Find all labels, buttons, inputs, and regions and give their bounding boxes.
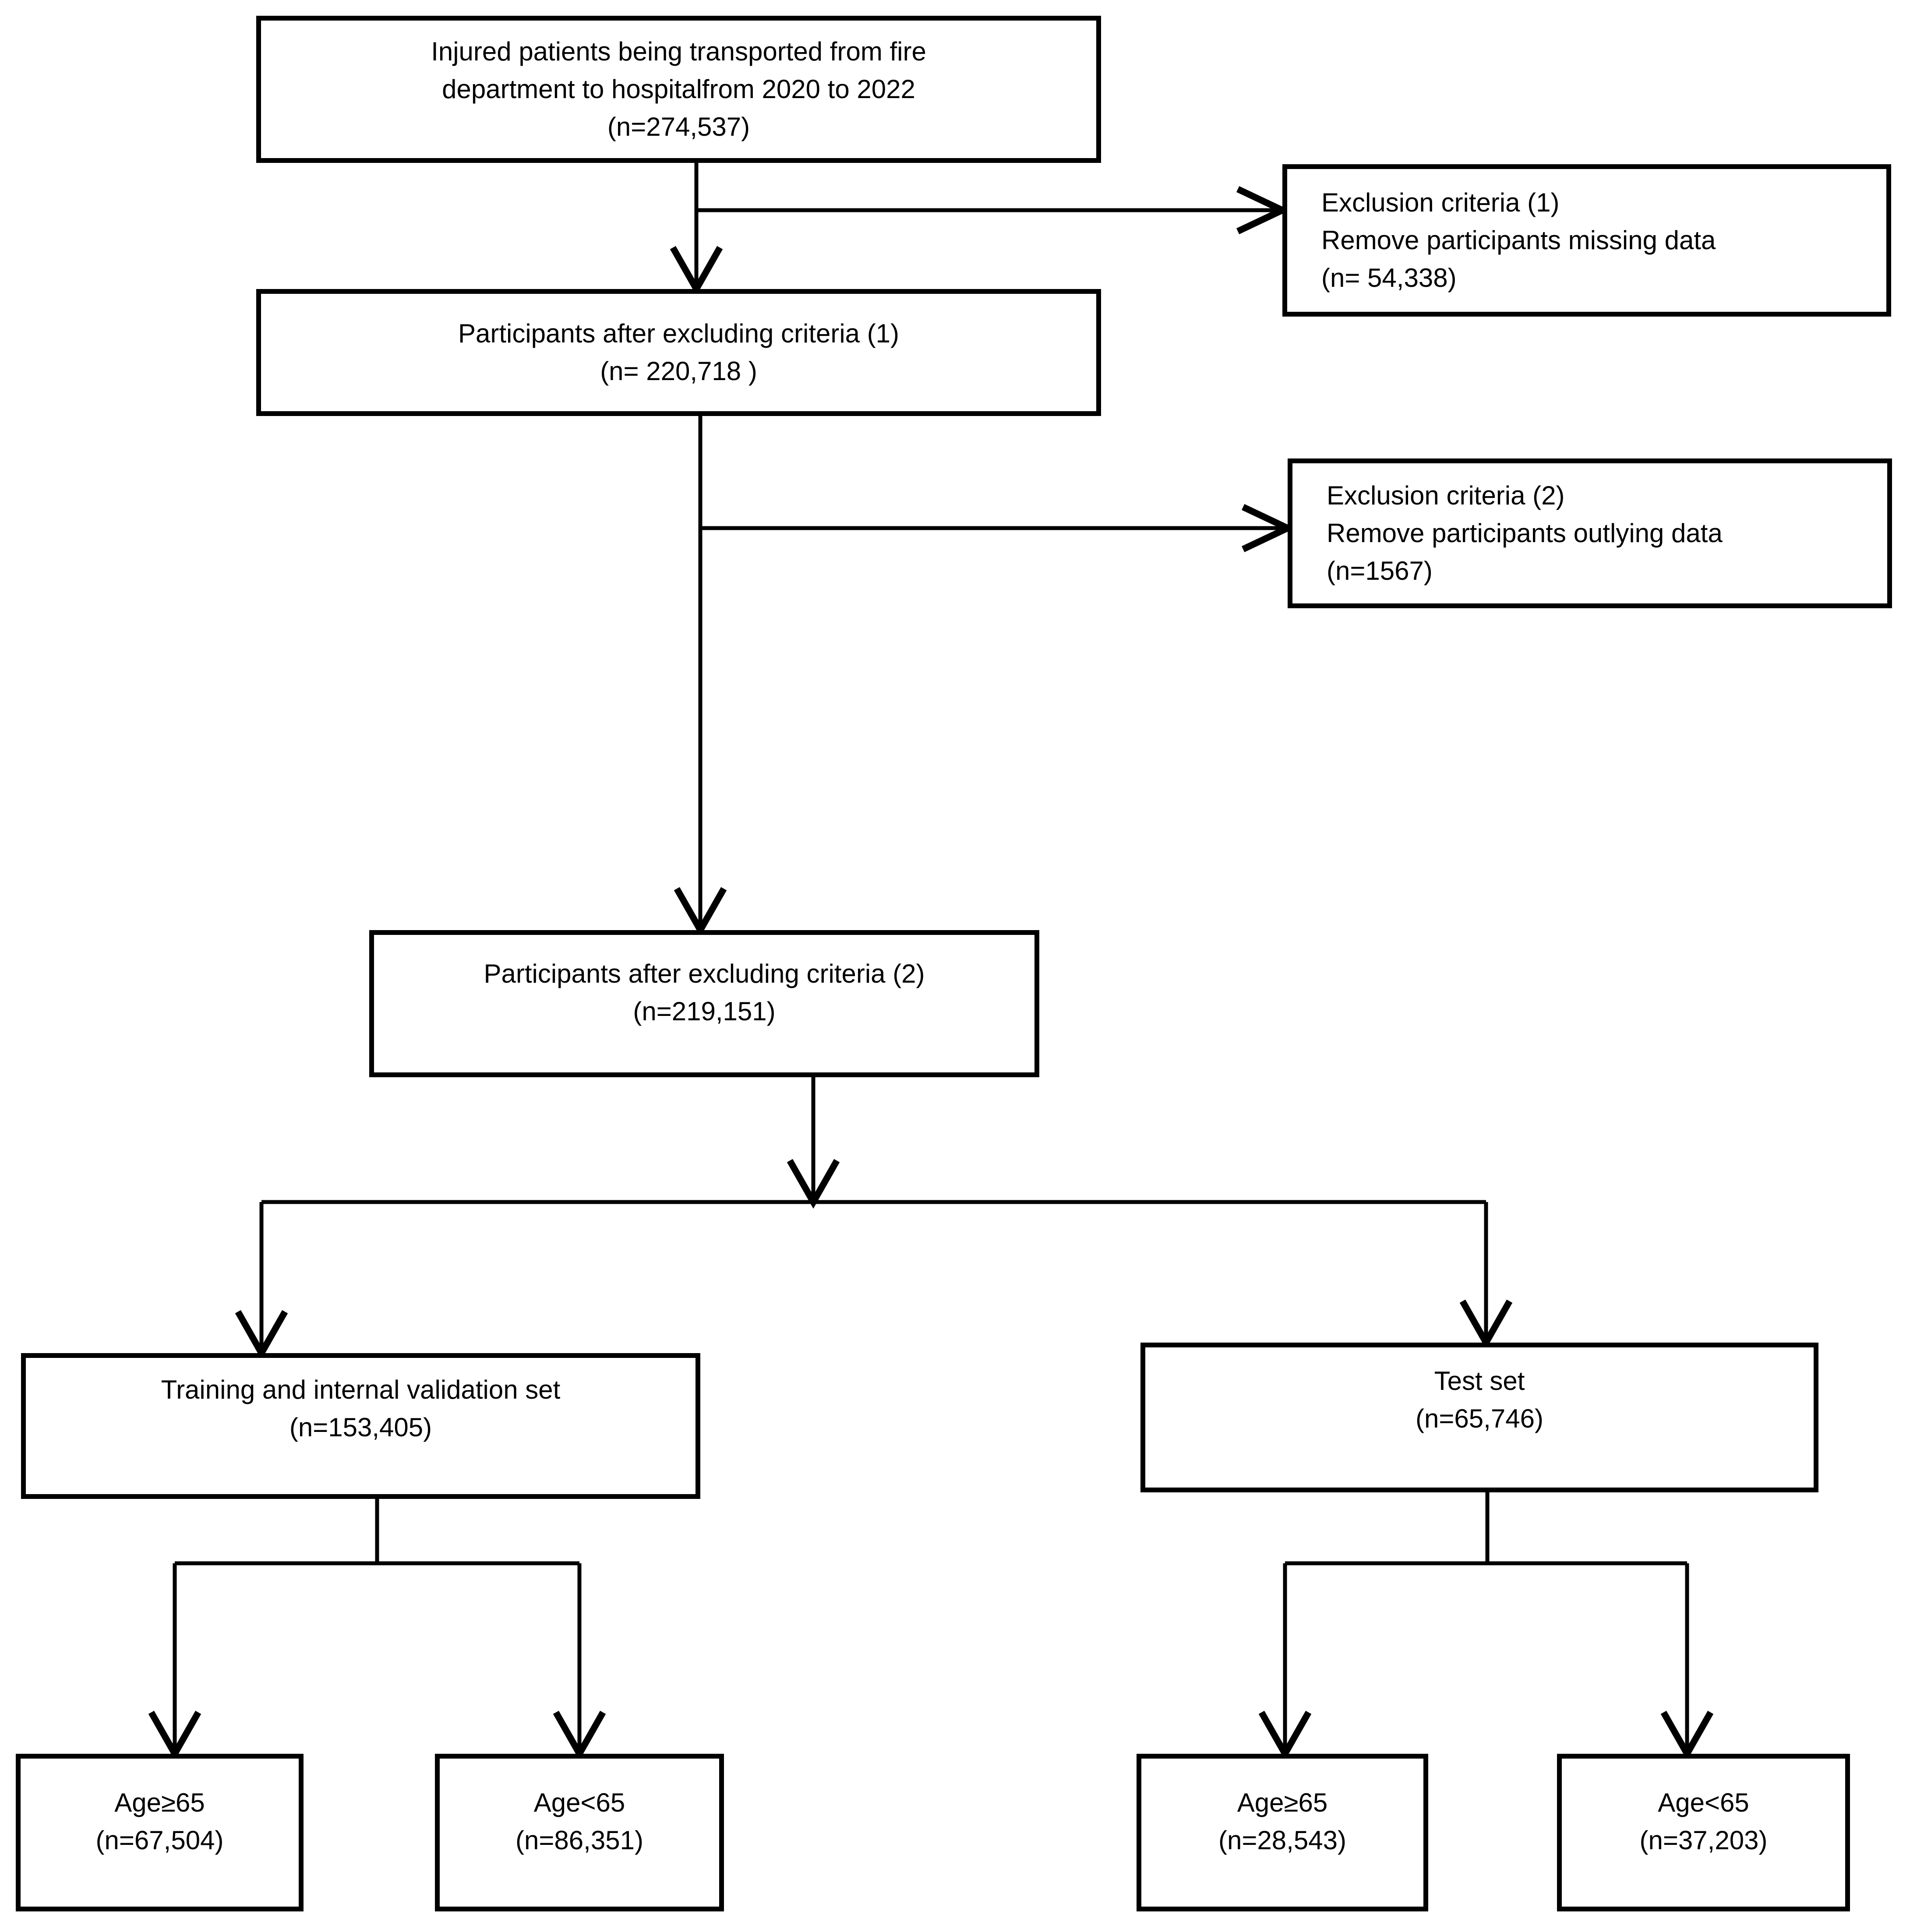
- arrowhead-right-icon: [1236, 186, 1290, 234]
- node-text-line: department to hospitalfrom 2020 to 2022: [442, 74, 915, 104]
- arrowhead-down-icon: [670, 246, 723, 296]
- node-source-population: Injured patients being transported from …: [256, 16, 1101, 163]
- node-text-line: Participants after excluding criteria (2…: [484, 959, 925, 988]
- node-text-line: (n=153,405): [289, 1412, 432, 1442]
- node-test-age-ge65: Age≥65 (n=28,543): [1137, 1754, 1428, 1911]
- node-text-line: Participants after excluding criteria (1…: [458, 319, 900, 348]
- node-text-line: (n=28,543): [1218, 1826, 1346, 1855]
- node-text-line: (n=274,537): [607, 112, 750, 141]
- node-exclusion-criteria-2: Exclusion criteria (2) Remove participan…: [1288, 458, 1892, 608]
- node-test-age-lt65: Age<65 (n=37,203): [1557, 1754, 1850, 1911]
- node-training-internal-validation-set: Training and internal validation set (n=…: [21, 1353, 700, 1499]
- arrowhead-down-icon: [148, 1710, 201, 1761]
- arrowhead-down-icon: [674, 887, 727, 937]
- node-text-line: (n=1567): [1327, 556, 1433, 585]
- node-test-set: Test set (n=65,746): [1140, 1343, 1818, 1492]
- node-after-exclusion-1: Participants after excluding criteria (1…: [256, 289, 1101, 416]
- arrowhead-right-icon: [1242, 504, 1296, 552]
- arrowhead-down-icon: [1660, 1710, 1714, 1761]
- node-text-line: Test set: [1434, 1366, 1525, 1396]
- node-text-line: Age≥65: [114, 1788, 205, 1817]
- arrowhead-down-icon: [1258, 1710, 1312, 1761]
- node-training-age-lt65: Age<65 (n=86,351): [435, 1754, 724, 1911]
- node-text-line: Exclusion criteria (2): [1327, 481, 1565, 510]
- node-text-line: (n=65,746): [1416, 1404, 1543, 1433]
- arrowhead-down-icon: [553, 1710, 606, 1761]
- node-text-line: (n=86,351): [515, 1826, 643, 1855]
- node-text-line: (n= 220,718 ): [600, 356, 757, 386]
- node-text-line: Age≥65: [1237, 1788, 1328, 1817]
- node-text-line: (n=37,203): [1639, 1826, 1768, 1855]
- node-text-line: Exclusion criteria (1): [1321, 188, 1560, 217]
- node-text-line: (n= 54,338): [1321, 263, 1457, 293]
- node-text-line: Training and internal validation set: [161, 1375, 561, 1404]
- node-text-line: Age<65: [1658, 1788, 1749, 1817]
- node-text-line: Remove participants missing data: [1321, 226, 1716, 255]
- node-text-line: (n=219,151): [633, 997, 776, 1026]
- arrowhead-down-icon: [235, 1310, 288, 1360]
- node-training-age-ge65: Age≥65 (n=67,504): [16, 1754, 304, 1911]
- arrowhead-down-icon: [787, 1159, 840, 1209]
- node-text-line: Age<65: [533, 1788, 625, 1817]
- arrowhead-down-icon: [1459, 1299, 1513, 1350]
- node-text-line: Injured patients being transported from …: [431, 37, 926, 66]
- node-text-line: (n=67,504): [95, 1826, 224, 1855]
- node-text-line: Remove participants outlying data: [1327, 518, 1723, 548]
- node-after-exclusion-2: Participants after excluding criteria (2…: [369, 930, 1039, 1077]
- node-exclusion-criteria-1: Exclusion criteria (1) Remove participan…: [1282, 164, 1891, 317]
